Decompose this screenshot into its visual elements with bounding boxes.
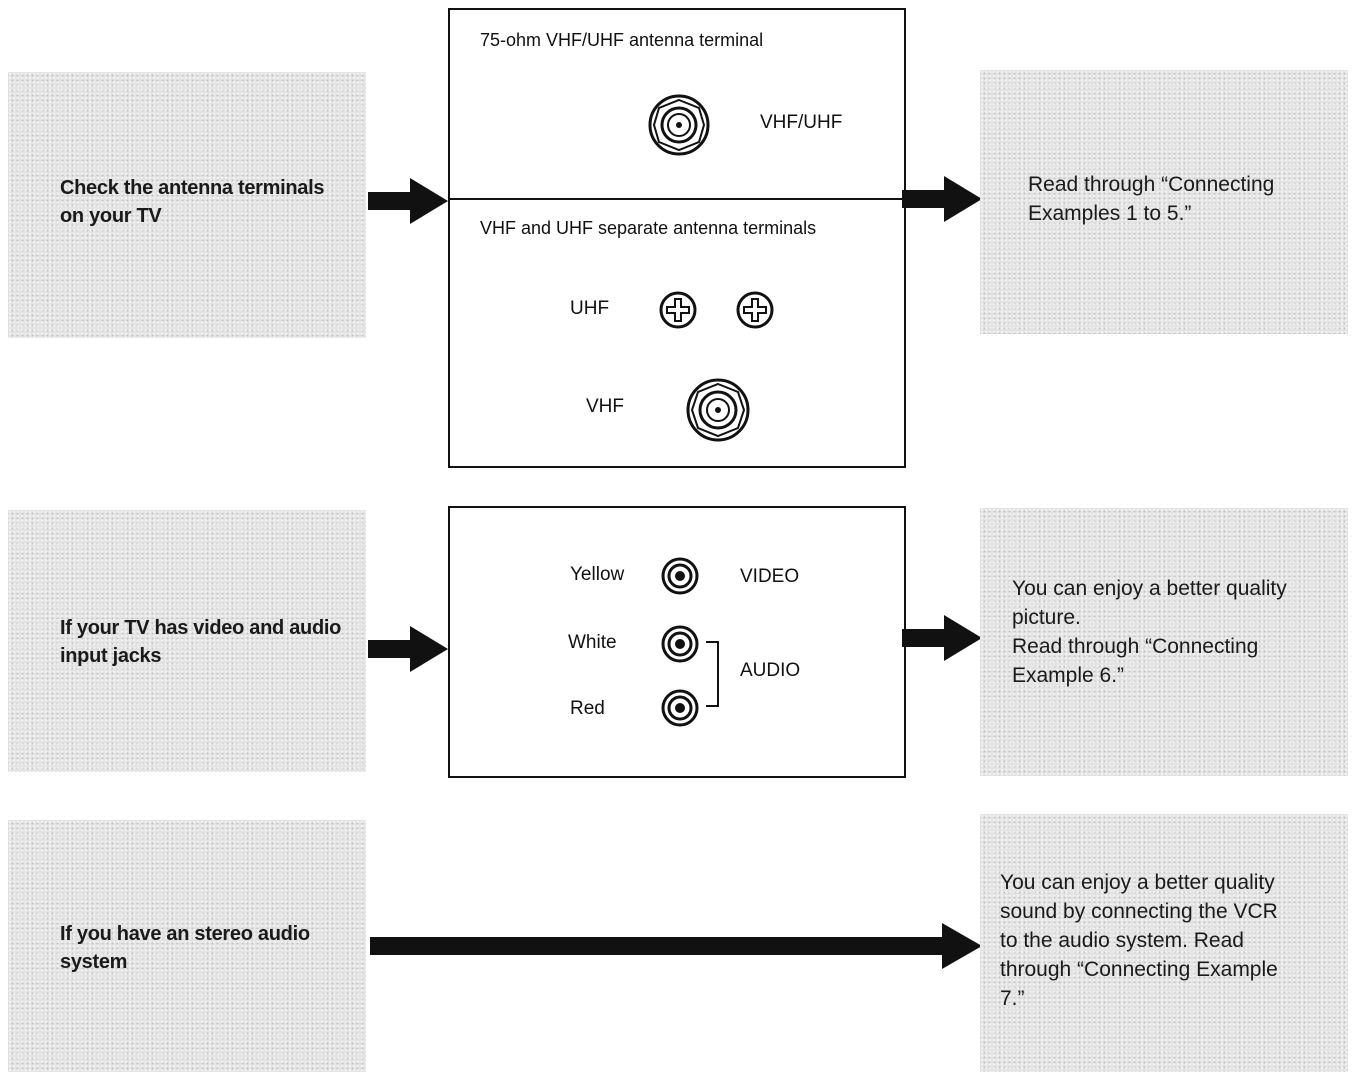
- uhf-screw-terminal-icon: [736, 291, 774, 329]
- row2-right-arrow: [902, 615, 982, 661]
- row1-left-label: Check the antenna terminals on your TV: [60, 177, 325, 227]
- uhf-label: UHF: [570, 298, 610, 319]
- video-jack-icon: [661, 557, 699, 595]
- antenna-terminal-box: 75-ohm VHF/UHF antenna terminal VHF/UHF …: [448, 8, 906, 468]
- red-label: Red: [570, 698, 605, 719]
- audio-label: AUDIO: [740, 660, 801, 681]
- uhf-screw-terminal-icon: [659, 291, 697, 329]
- row2-left-label: If your TV has video and audio input jac…: [60, 617, 342, 667]
- row1-right-text: Read through “Connecting Examples 1 to 5…: [1028, 173, 1275, 225]
- antenna-75ohm-title: 75-ohm VHF/UHF antenna terminal: [480, 30, 764, 50]
- white-label: White: [568, 632, 617, 653]
- yellow-label: Yellow: [570, 564, 625, 585]
- av-input-jacks-box: Yellow VIDEO White AUDIO Red: [448, 506, 906, 778]
- row3-long-arrow: [370, 923, 982, 969]
- video-label: VIDEO: [740, 566, 800, 587]
- vhf-label: VHF: [586, 396, 624, 417]
- row3-right-panel: [980, 814, 1348, 1072]
- vhf-coax-terminal-icon: [686, 378, 750, 442]
- row3-left-label: If you have an stereo audio system: [60, 923, 310, 973]
- row3-left-panel: [8, 820, 366, 1072]
- row2-left-arrow: [368, 626, 448, 672]
- box-divider: [450, 198, 904, 200]
- separate-antenna-title: VHF and UHF separate antenna terminals: [480, 218, 817, 238]
- row2-left-panel: [8, 510, 366, 772]
- row2-right-panel: [980, 508, 1348, 776]
- row1-left-arrow: [368, 178, 448, 224]
- row1-left-panel: [8, 72, 366, 338]
- row2-right-text: You can enjoy a better quality picture. …: [1012, 577, 1287, 687]
- audio-right-jack-icon: [661, 689, 699, 727]
- vhf-uhf-label: VHF/UHF: [760, 112, 843, 133]
- row1-right-arrow: [902, 176, 982, 222]
- audio-bracket: [706, 641, 719, 707]
- row1-right-panel: [980, 70, 1348, 334]
- row3-right-text: You can enjoy a better quality sound by …: [1000, 871, 1278, 1010]
- audio-left-jack-icon: [661, 625, 699, 663]
- vhf-uhf-coax-terminal-icon: [648, 94, 710, 156]
